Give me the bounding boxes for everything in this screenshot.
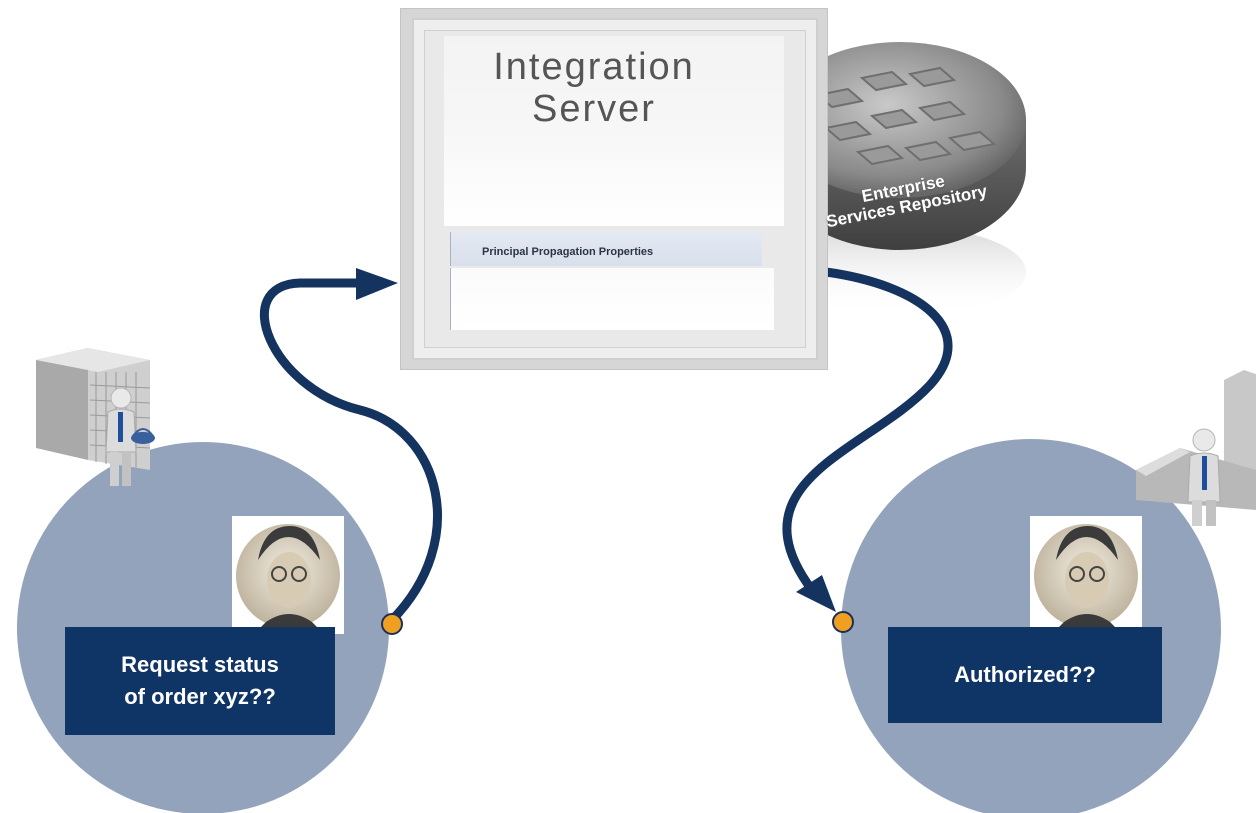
forward-arrowhead: [796, 575, 836, 612]
office-building-icon: [36, 348, 151, 470]
principal-propagation-panel: [450, 268, 774, 330]
sender-message-box: Request status of order xyz??: [65, 627, 335, 735]
forward-flow-arrow: [782, 267, 953, 595]
receiver-endpoint: [832, 611, 854, 633]
integration-server-header: [444, 36, 784, 226]
user-portrait-icon: [1030, 516, 1142, 634]
factory-icon: [1136, 370, 1256, 510]
user-portrait-icon: [232, 516, 344, 634]
enterprise-services-repository-icon: [774, 42, 1026, 318]
principal-propagation-label: Principal Propagation Properties: [482, 246, 654, 258]
sender-endpoint: [381, 613, 403, 635]
integration-server-title: Integration Server: [493, 46, 695, 130]
request-flow-arrow: [259, 278, 442, 625]
request-arrowhead: [356, 268, 398, 300]
worker-person-icon: [1187, 428, 1221, 526]
shopper-person-icon: [105, 387, 155, 486]
receiver-message-box: Authorized??: [888, 627, 1162, 723]
principal-propagation-tab[interactable]: [450, 232, 762, 266]
